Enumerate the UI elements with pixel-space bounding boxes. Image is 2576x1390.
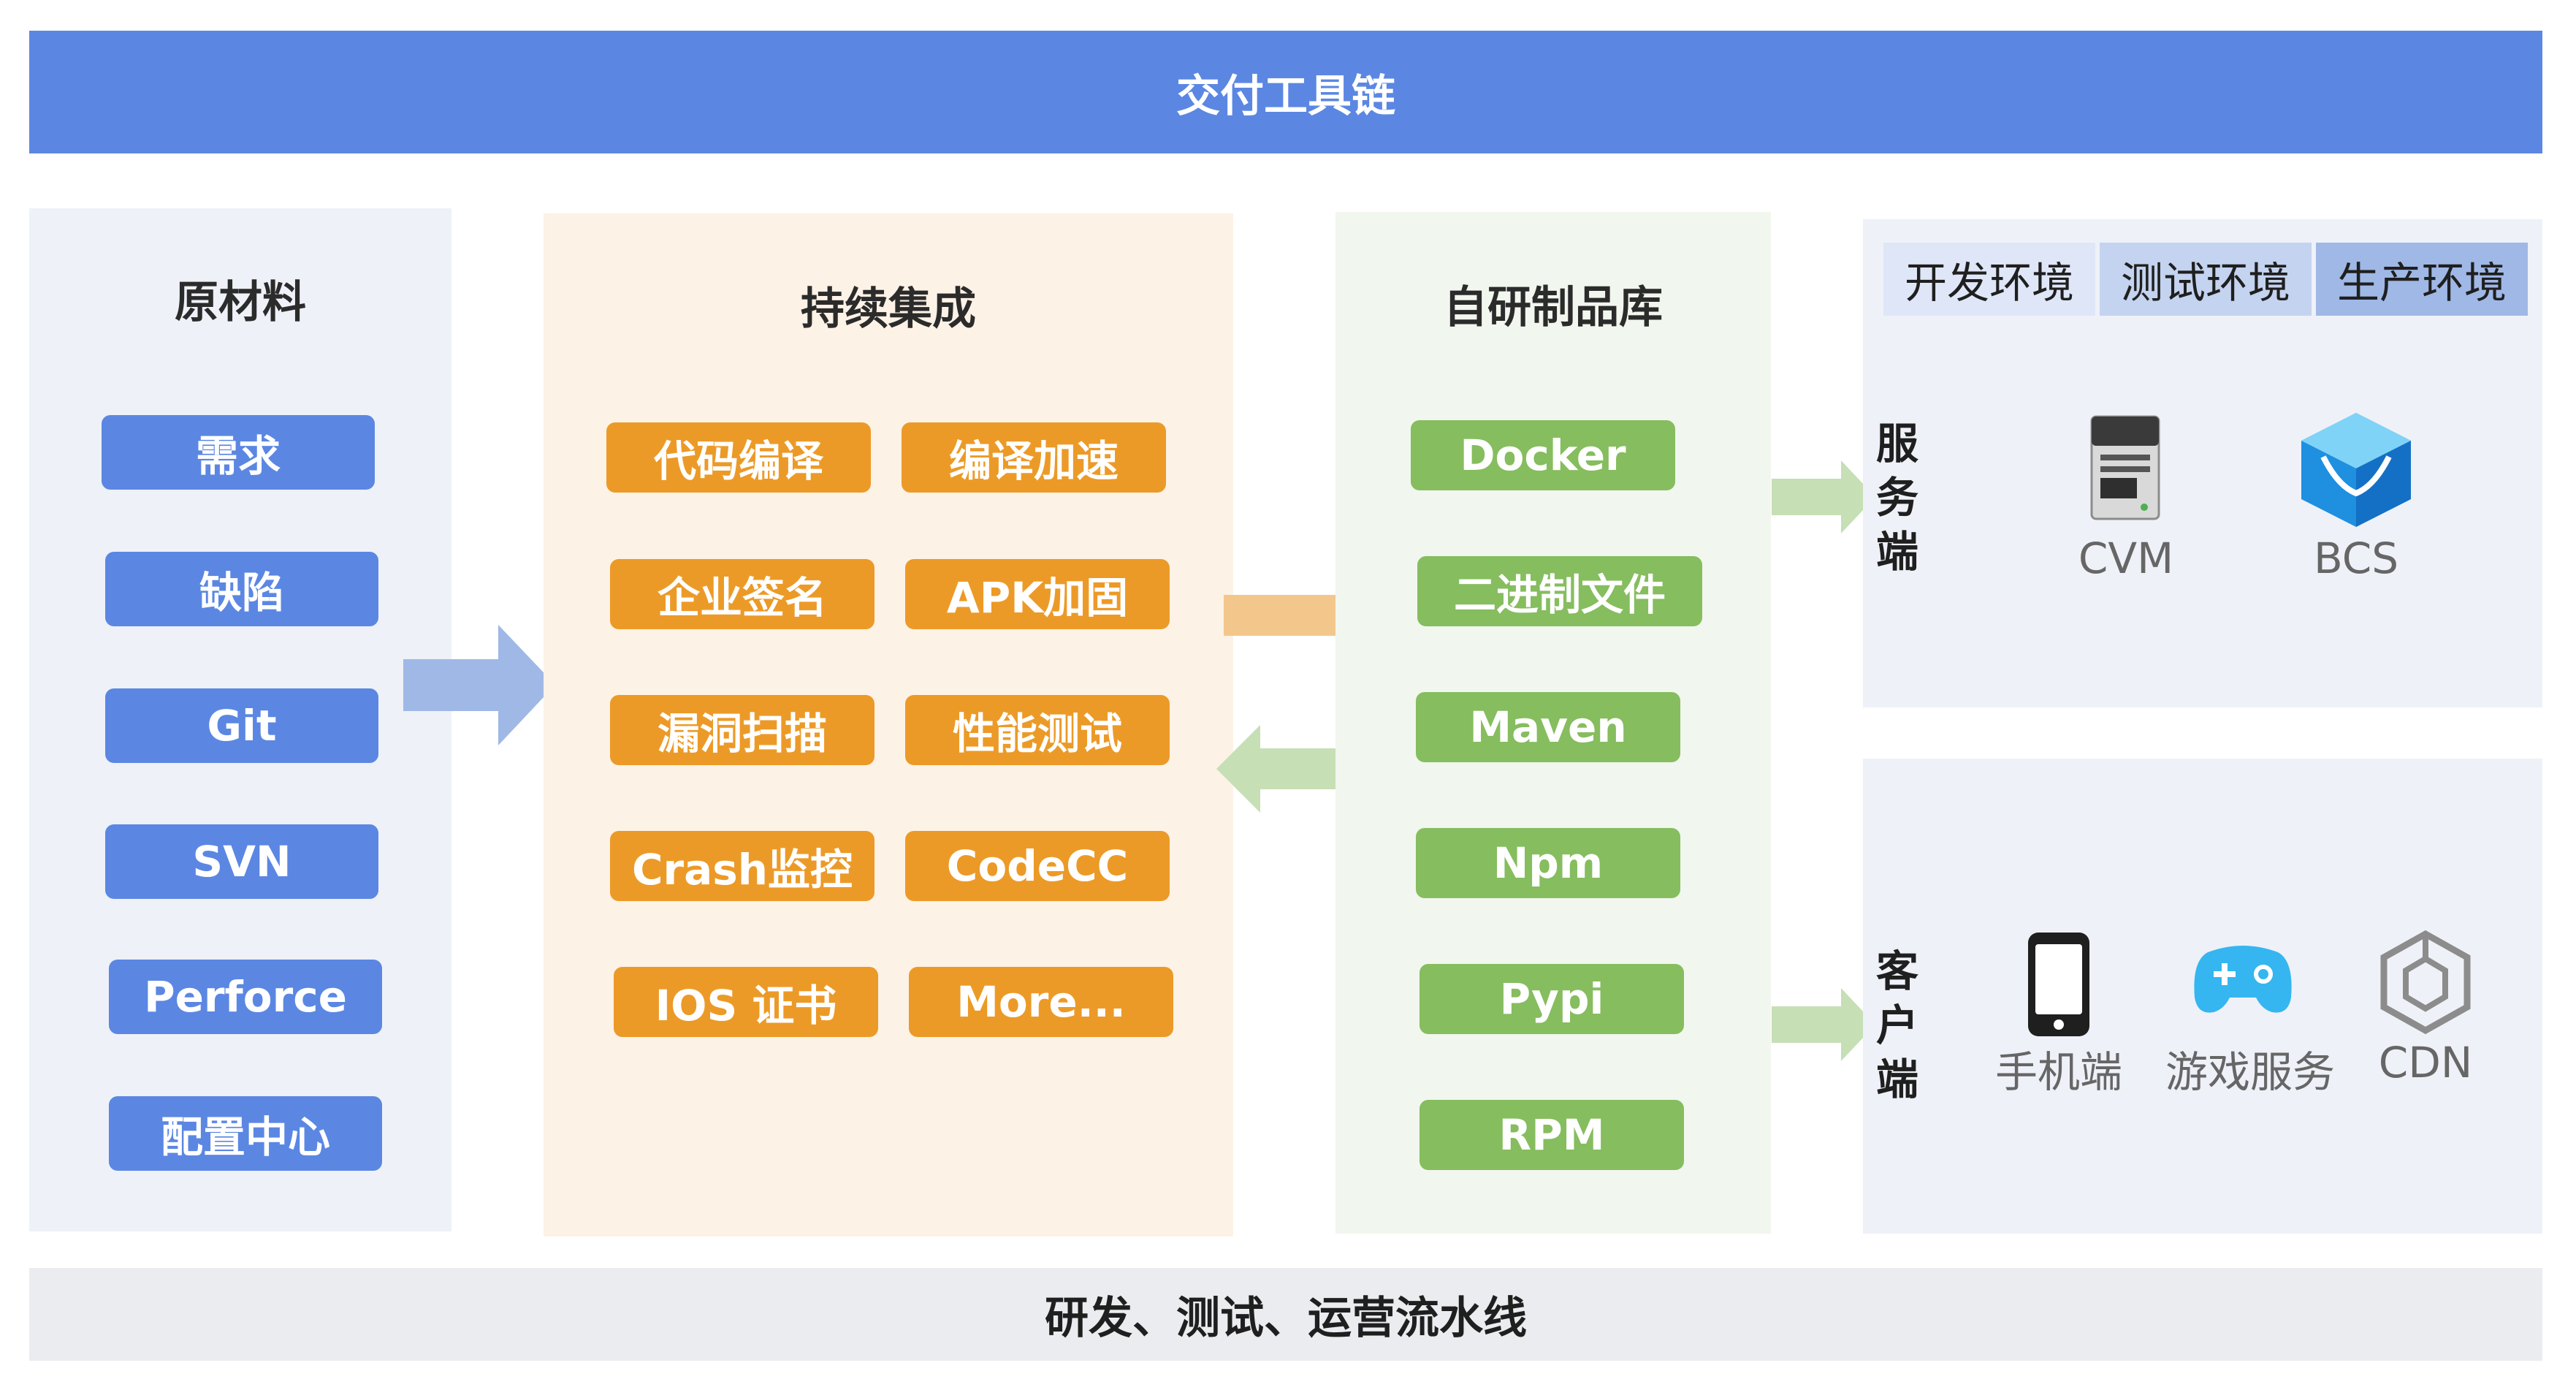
target-label-bcs: BCS [2313, 533, 2399, 583]
env-tab-test[interactable]: 测试环境 [2100, 243, 2312, 316]
mobile-phone-icon [2022, 930, 2095, 1039]
container-cube-icon [2294, 406, 2418, 530]
ci-item-enterprise-sign[interactable]: 企业签名 [610, 559, 874, 629]
target-label-game: 游戏服务 [2165, 1047, 2335, 1097]
pipeline-footer: 研发、测试、运营流水线 [29, 1268, 2542, 1361]
raw-item-svn[interactable]: SVN [105, 824, 378, 899]
server-side-label: 服务端 [1872, 417, 1923, 579]
repo-item-rpm[interactable]: RPM [1420, 1100, 1684, 1170]
raw-to-ci-arrow [403, 625, 555, 745]
raw-item-git[interactable]: Git [105, 688, 378, 763]
repo-to-client-arrow [1772, 988, 1875, 1061]
repo-item-npm[interactable]: Npm [1416, 828, 1680, 898]
ci-item-codecc[interactable]: CodeCC [905, 831, 1170, 901]
raw-item-defect[interactable]: 缺陷 [105, 552, 378, 626]
ci-title: 持续集成 [801, 284, 976, 335]
repo-item-maven[interactable]: Maven [1416, 692, 1680, 762]
client-side-label: 客户端 [1872, 944, 1923, 1106]
gamepad-icon [2192, 939, 2294, 1019]
raw-item-config-center[interactable]: 配置中心 [109, 1096, 382, 1171]
repo-to-server-arrow [1772, 460, 1875, 533]
ci-item-vuln-scan[interactable]: 漏洞扫描 [610, 695, 874, 765]
repo-title: 自研制品库 [1444, 282, 1663, 333]
target-label-cdn: CDN [2378, 1038, 2473, 1087]
env-tab-dev[interactable]: 开发环境 [1883, 243, 2095, 316]
toolchain-header: 交付工具链 [29, 31, 2542, 153]
ci-item-apk-harden[interactable]: APK加固 [905, 559, 1170, 629]
repo-to-ci-arrow [1216, 725, 1388, 813]
ci-item-crash-monitor[interactable]: Crash监控 [610, 831, 874, 901]
cdn-hexagon-icon [2378, 930, 2473, 1036]
ci-item-compile[interactable]: 代码编译 [606, 422, 871, 493]
raw-materials-title: 原材料 [175, 277, 306, 328]
env-tab-prod[interactable]: 生产环境 [2316, 243, 2528, 316]
ci-item-more[interactable]: More... [909, 967, 1173, 1037]
raw-item-perforce[interactable]: Perforce [109, 960, 382, 1034]
client-side-label-text: 客户端 [1875, 946, 1918, 1104]
repo-item-binary[interactable]: 二进制文件 [1417, 556, 1702, 626]
ci-item-ios-cert[interactable]: IOS 证书 [614, 967, 878, 1037]
repo-item-docker[interactable]: Docker [1411, 420, 1675, 490]
server-side-label-text: 服务端 [1875, 419, 1918, 577]
ci-item-perf-test[interactable]: 性能测试 [905, 695, 1170, 765]
target-label-mobile: 手机端 [1994, 1047, 2122, 1097]
target-label-cvm: CVM [2078, 533, 2174, 583]
repo-item-pypi[interactable]: Pypi [1420, 964, 1684, 1034]
raw-item-requirement[interactable]: 需求 [102, 415, 375, 490]
ci-item-compile-accel[interactable]: 编译加速 [902, 422, 1166, 493]
server-tower-icon [2078, 409, 2173, 526]
